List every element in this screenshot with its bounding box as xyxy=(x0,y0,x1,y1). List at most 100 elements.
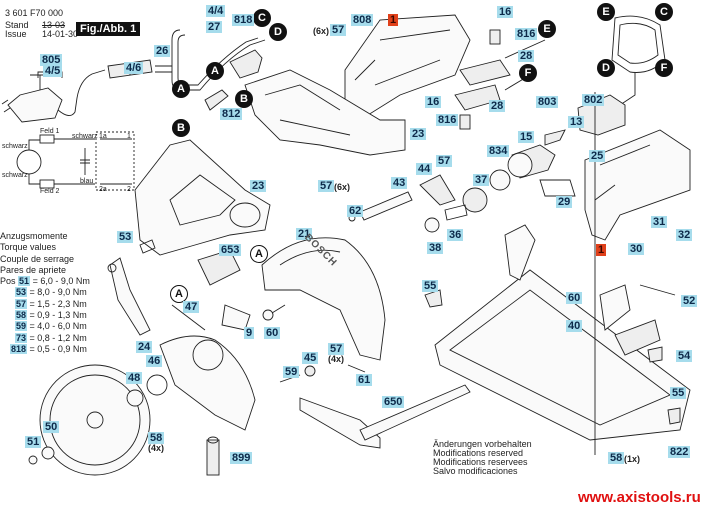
part-label-1[interactable]: 1 xyxy=(388,14,399,26)
part-label-51[interactable]: 51 xyxy=(25,436,42,448)
part-label-834[interactable]: 834 xyxy=(487,145,510,157)
part-label-60[interactable]: 60 xyxy=(566,292,583,304)
part-number: 3 601 F70 000 xyxy=(5,8,64,18)
part-label-822[interactable]: 822 xyxy=(668,446,691,458)
part-label-21[interactable]: 21 xyxy=(296,228,313,240)
part-label-653[interactable]: 653 xyxy=(219,244,242,256)
part-label-57[interactable]: 57 xyxy=(436,155,453,167)
terminal-1a: 1a xyxy=(99,133,107,140)
part-label-650[interactable]: 650 xyxy=(382,396,405,408)
terminal-2a: 2a xyxy=(99,186,107,193)
depth-lever xyxy=(107,239,156,336)
part-label-4-6[interactable]: 4/6 xyxy=(124,62,144,74)
part-label-53[interactable]: 53 xyxy=(117,231,134,243)
torque-pos[interactable]: 57 xyxy=(15,298,28,309)
part-label-808[interactable]: 808 xyxy=(351,14,374,26)
part-label-57[interactable]: 57 xyxy=(328,343,345,355)
part-label-812[interactable]: 812 xyxy=(220,108,243,120)
part-label-27[interactable]: 27 xyxy=(206,21,223,33)
torque-row: 73 = 0,8 - 1,2 Nm xyxy=(0,332,90,344)
part-label-54[interactable]: 54 xyxy=(676,350,693,362)
gear-train xyxy=(348,174,488,233)
part-label-28[interactable]: 28 xyxy=(518,50,535,62)
part-label-13[interactable]: 13 xyxy=(568,116,585,128)
part-label-805[interactable]: 805 xyxy=(40,54,63,66)
torque-pos[interactable]: 818 xyxy=(10,343,28,354)
torque-title-en: Torque values xyxy=(0,242,57,253)
part-label-60[interactable]: 60 xyxy=(264,327,281,339)
parallel-guide xyxy=(299,384,471,449)
part-label-16[interactable]: 16 xyxy=(497,6,514,18)
part-label-28[interactable]: 28 xyxy=(489,100,506,112)
torque-row: 53 = 8,0 - 9,0 Nm xyxy=(0,287,90,298)
part-label-61[interactable]: 61 xyxy=(356,374,373,386)
part-label-25[interactable]: 25 xyxy=(589,150,606,162)
part-label-1[interactable]: 1 xyxy=(596,244,607,256)
part-label-803[interactable]: 803 xyxy=(536,96,559,108)
part-label-4-4[interactable]: 4/4 xyxy=(206,5,226,17)
part-label-26[interactable]: 26 xyxy=(154,45,171,57)
modifications-de: Änderungen vorbehalten xyxy=(433,439,532,449)
part-label-24[interactable]: 24 xyxy=(136,341,153,353)
part-label-36[interactable]: 36 xyxy=(447,229,464,241)
torque-pos[interactable]: 59 xyxy=(15,321,28,332)
torque-pos[interactable]: 73 xyxy=(15,332,28,343)
part-label-9[interactable]: 9 xyxy=(244,327,255,339)
part-label-48[interactable]: 48 xyxy=(126,372,143,384)
connector-marker-b: B xyxy=(235,90,253,108)
part-label-58[interactable]: 58 xyxy=(148,432,165,444)
part-label-29[interactable]: 29 xyxy=(556,196,573,208)
part-label-52[interactable]: 52 xyxy=(681,295,698,307)
part-label-44[interactable]: 44 xyxy=(416,163,433,175)
part-label-37[interactable]: 37 xyxy=(473,174,490,186)
part-label-55[interactable]: 55 xyxy=(422,280,439,292)
part-label-4-5[interactable]: 4/5 xyxy=(43,65,63,77)
part-label-45[interactable]: 45 xyxy=(302,352,319,364)
part-label-816[interactable]: 816 xyxy=(515,28,538,40)
part-label-59[interactable]: 59 xyxy=(283,366,300,378)
part-label-802[interactable]: 802 xyxy=(582,94,605,106)
wiring-feld2: Feld 2 xyxy=(40,188,60,195)
torque-value: = 4,0 - 6,0 Nm xyxy=(29,321,87,332)
torque-table: Anzugsmomente Torque values Couple de se… xyxy=(0,231,90,355)
part-label-818[interactable]: 818 xyxy=(232,14,255,26)
figure-label: Fig./Abb. 1 xyxy=(76,22,141,36)
part-label-23[interactable]: 23 xyxy=(410,128,427,140)
part-label-816[interactable]: 816 xyxy=(436,114,459,126)
part-label-47[interactable]: 47 xyxy=(183,301,200,313)
housing-half xyxy=(344,14,471,121)
part-qty-57-6x: (6x) xyxy=(313,26,330,36)
wiring-schwarz-left-top: schwarz xyxy=(2,143,28,150)
torque-pos[interactable]: 53 xyxy=(15,287,28,298)
modifications-fr: Modifications reservees xyxy=(433,457,528,467)
part-label-55[interactable]: 55 xyxy=(670,387,687,399)
part-label-57[interactable]: 57 xyxy=(318,180,335,192)
part-label-57[interactable]: 57 xyxy=(330,24,347,36)
part-label-38[interactable]: 38 xyxy=(427,242,444,254)
part-label-31[interactable]: 31 xyxy=(651,216,668,228)
part-label-16[interactable]: 16 xyxy=(425,96,442,108)
part-qty-57-6x: (6x) xyxy=(334,182,351,192)
website-link[interactable]: www.axistools.ru xyxy=(578,489,701,506)
part-label-15[interactable]: 15 xyxy=(518,131,535,143)
torque-value: = 0,8 - 1,2 Nm xyxy=(29,332,87,343)
torque-value: = 1,5 - 2,3 Nm xyxy=(29,298,87,309)
part-label-23[interactable]: 23 xyxy=(250,180,267,192)
torque-pos[interactable]: 51 xyxy=(18,276,31,287)
torque-pos[interactable]: 58 xyxy=(15,310,28,321)
part-label-58[interactable]: 58 xyxy=(608,452,625,464)
wiring-diagram xyxy=(16,131,135,191)
part-label-32[interactable]: 32 xyxy=(676,229,693,241)
part-label-62[interactable]: 62 xyxy=(347,205,364,217)
part-label-40[interactable]: 40 xyxy=(566,320,583,332)
torque-value: = 6,0 - 9,0 Nm xyxy=(32,276,90,287)
torque-title-es: Pares de apriete xyxy=(0,264,67,275)
part-label-30[interactable]: 30 xyxy=(628,243,645,255)
part-label-50[interactable]: 50 xyxy=(43,421,60,433)
grease-tube xyxy=(206,436,220,476)
part-label-899[interactable]: 899 xyxy=(230,452,253,464)
part-label-46[interactable]: 46 xyxy=(146,355,163,367)
power-cord xyxy=(1,59,172,123)
part-label-43[interactable]: 43 xyxy=(391,177,408,189)
handle-housing-upper xyxy=(244,69,406,156)
